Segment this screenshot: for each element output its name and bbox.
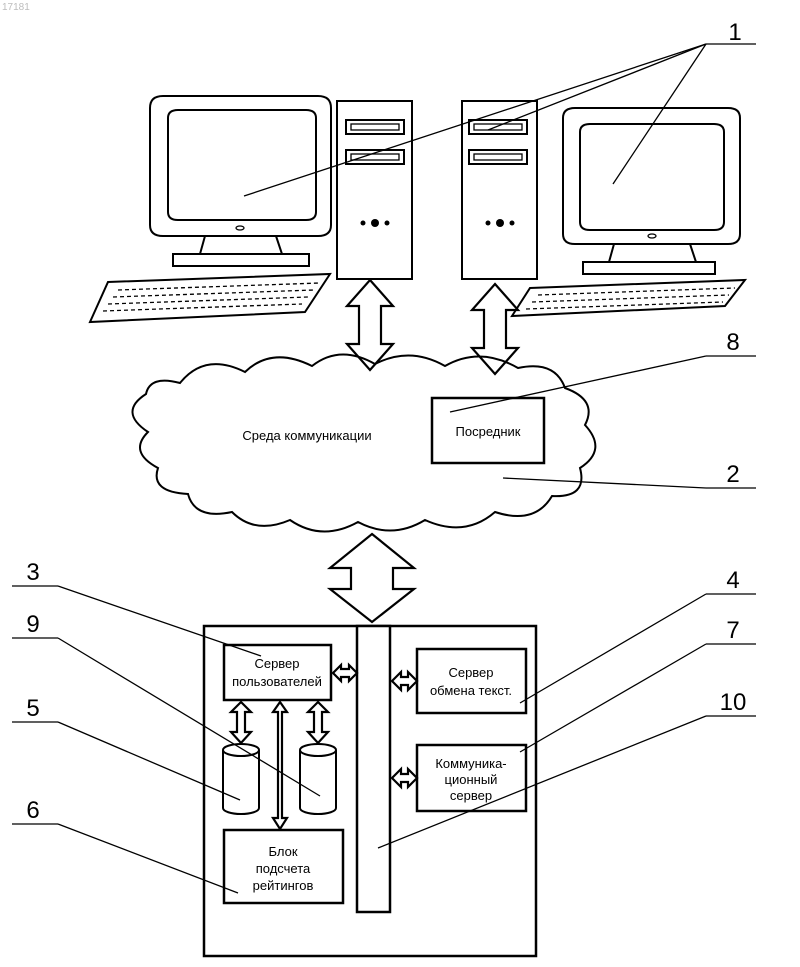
reference-number-1: 1: [728, 19, 741, 46]
right-monitor: [563, 108, 740, 274]
right-workstation: [462, 101, 745, 316]
user-server-label-1: Сервер: [254, 656, 299, 671]
data-bus: [357, 626, 390, 912]
reference-number-6: 6: [26, 797, 39, 824]
right-system-unit: [462, 101, 537, 279]
reference-number-4: 4: [726, 567, 739, 594]
left-system-unit: [337, 101, 412, 279]
reference-number-3: 3: [26, 559, 39, 586]
reference-number-5: 5: [26, 695, 39, 722]
reference-2: 2: [503, 461, 756, 488]
text-exchange-server-label-1: Сервер: [448, 665, 493, 680]
text-exchange-server-label-2: обмена текст.: [430, 683, 512, 698]
rating-block-label-3: рейтингов: [253, 878, 314, 893]
communication-server-label-1: Коммуника-: [435, 756, 506, 771]
intermediary-label: Посредник: [456, 424, 521, 439]
reference-number-7: 7: [726, 617, 739, 644]
reference-4: 4: [520, 567, 756, 703]
rating-block-label-1: Блок: [268, 844, 297, 859]
user-server-label-2: пользователей: [232, 674, 322, 689]
communication-medium-label: Среда коммуникации: [242, 428, 371, 443]
reference-number-8: 8: [726, 329, 739, 356]
network-server-arrow: [330, 534, 414, 622]
left-monitor: [150, 96, 331, 266]
right-computer-network-arrow: [472, 284, 518, 374]
communication-server-label-2: ционный: [445, 772, 498, 787]
reference-number-10: 10: [720, 689, 747, 716]
right-keyboard: [512, 280, 745, 316]
communication-server-label-3: сервер: [450, 788, 492, 803]
left-keyboard: [90, 274, 330, 322]
user-server-box: [224, 645, 331, 700]
reference-7: 7: [520, 617, 756, 752]
rating-block-label-2: подсчета: [256, 861, 311, 876]
reference-number-9: 9: [26, 611, 39, 638]
text-exchange-server-box: [417, 649, 526, 713]
reference-number-2: 2: [726, 461, 739, 488]
